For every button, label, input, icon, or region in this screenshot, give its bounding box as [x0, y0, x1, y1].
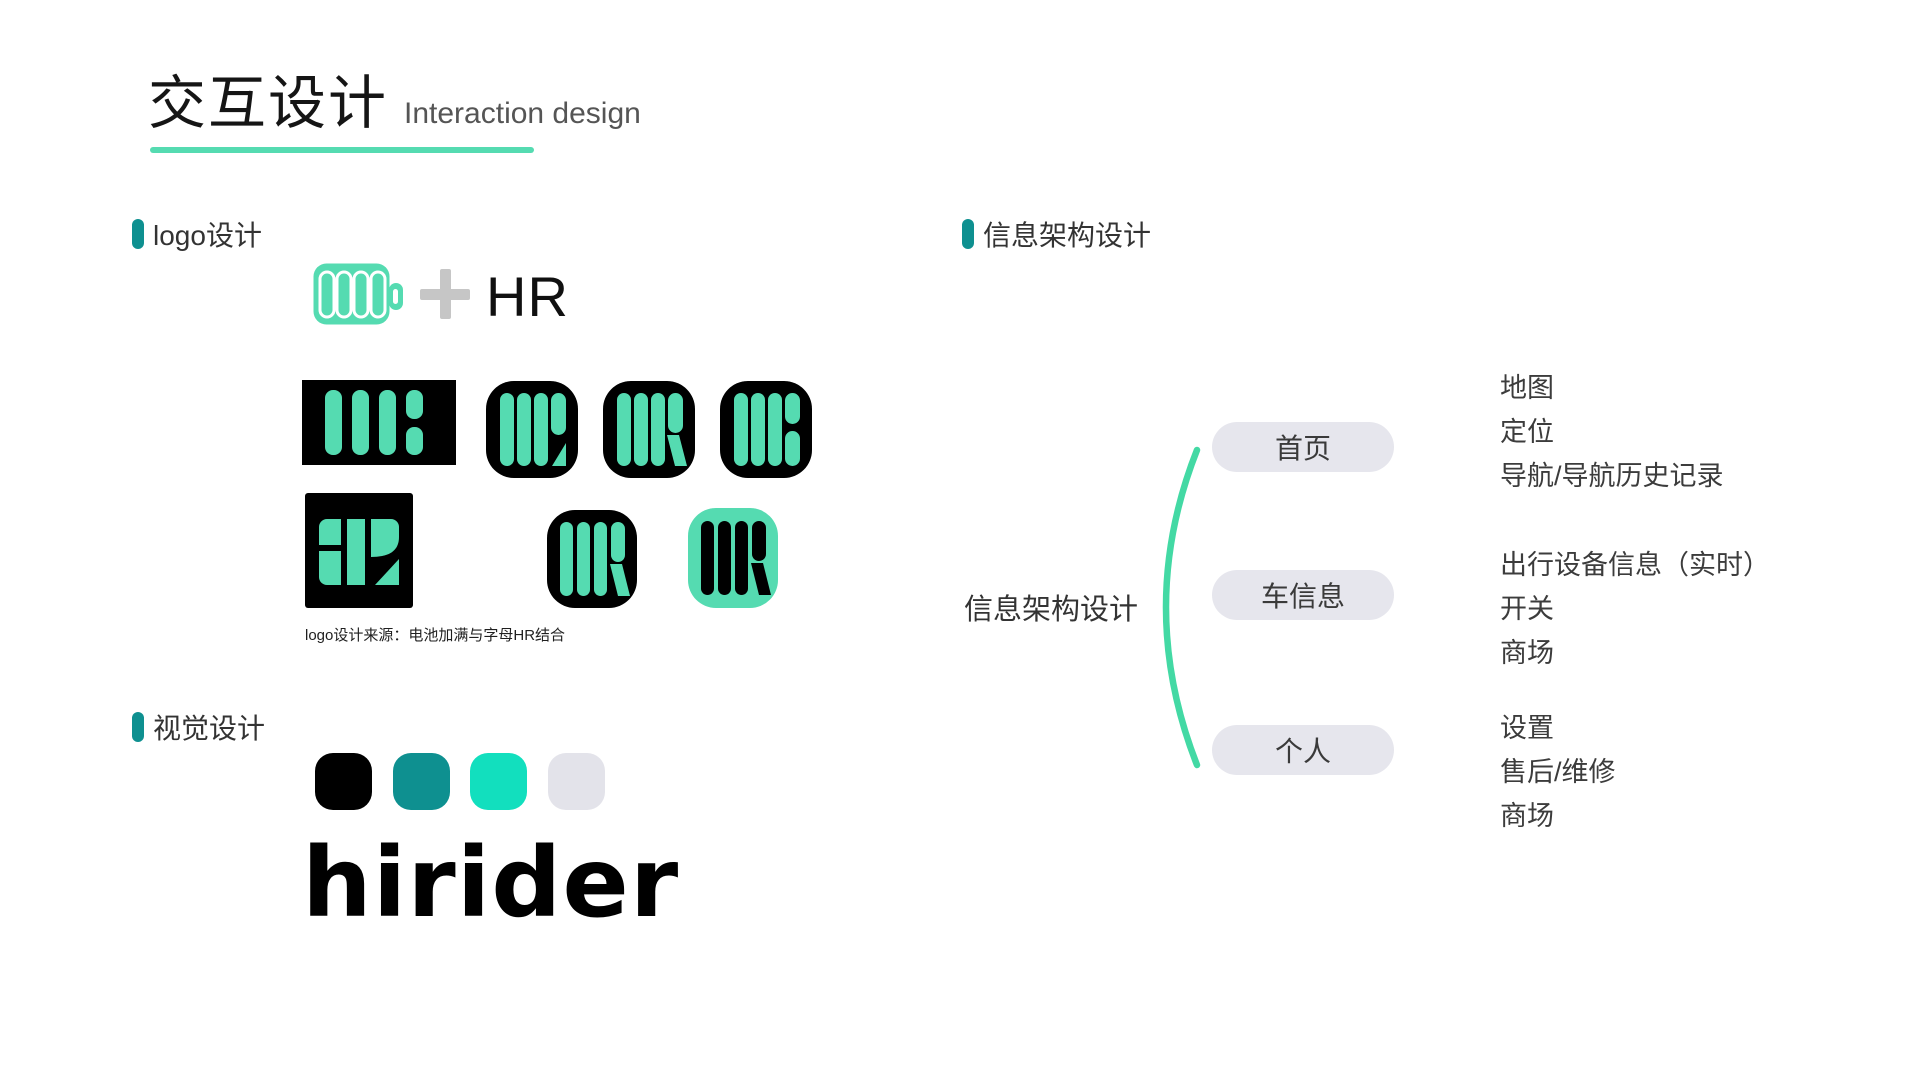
ia-node-label: 个人: [1274, 736, 1331, 767]
ia-child-item: 售后/维修: [1500, 757, 1616, 787]
section-marker-icon: [132, 712, 144, 742]
section-header-visual: 视觉设计: [132, 707, 265, 747]
page-title-en: Interaction design: [404, 97, 641, 130]
logo-variant-squircle-1-icon: [486, 381, 578, 478]
ia-node-label: 车信息: [1260, 581, 1345, 612]
logo-caption: logo设计来源：电池加满与字母HR结合: [305, 627, 566, 644]
logo-variant-squircle-3-icon: [720, 381, 812, 478]
ia-child-item: 地图: [1500, 373, 1554, 403]
ia-child-item: 开关: [1500, 594, 1554, 624]
section-header-logo: logo设计: [132, 214, 262, 254]
ia-root-label: 信息架构设计: [964, 594, 1139, 626]
section-label-logo: logo设计: [153, 220, 262, 251]
color-swatch-teal-dark: [393, 753, 450, 810]
ia-node-label: 首页: [1274, 433, 1331, 464]
ia-child-item: 商场: [1500, 638, 1554, 668]
ia-children-profile: 设置 售后/维修 商场: [1500, 706, 1616, 838]
page-title: 交互设计 Interaction design: [148, 56, 641, 140]
ia-child-item: 定位: [1500, 417, 1554, 447]
section-marker-icon: [962, 219, 974, 249]
section-label-ia: 信息架构设计: [983, 220, 1152, 251]
section-label-visual: 视觉设计: [153, 713, 266, 744]
ia-branch-curve: [1150, 443, 1210, 773]
ia-child-item: 出行设备信息（实时）: [1500, 550, 1770, 580]
logo-app-dark-icon: [547, 510, 637, 608]
color-swatch-mint: [470, 753, 527, 810]
ia-node-home: 首页: [1212, 422, 1394, 472]
ia-child-item: 设置: [1500, 713, 1554, 743]
logo-variant-squircle-2-icon: [603, 381, 695, 478]
logo-variant-rect-icon: [302, 380, 456, 465]
ia-children-vehicle: 出行设备信息（实时） 开关 商场: [1500, 543, 1770, 675]
hr-letters: HR: [486, 265, 569, 328]
color-swatch-black: [315, 753, 372, 810]
title-underline: [150, 147, 534, 153]
color-swatch-light-gray: [548, 753, 605, 810]
page-title-zh: 交互设计: [148, 71, 389, 136]
ia-node-profile: 个人: [1212, 725, 1394, 775]
logo-app-mint-icon: [688, 508, 778, 608]
section-marker-icon: [132, 219, 144, 249]
hirider-wordmark: hirider: [302, 828, 680, 940]
ia-node-vehicle: 车信息: [1212, 570, 1394, 620]
battery-icon: [312, 262, 404, 331]
plus-icon: [418, 267, 472, 326]
section-header-ia: 信息架构设计: [962, 214, 1151, 254]
logo-formula: HR: [312, 262, 569, 331]
logo-mark-square-icon: [305, 493, 413, 608]
ia-child-item: 导航/导航历史记录: [1500, 461, 1724, 491]
ia-child-item: 商场: [1500, 801, 1554, 831]
ia-children-home: 地图 定位 导航/导航历史记录: [1500, 366, 1724, 498]
